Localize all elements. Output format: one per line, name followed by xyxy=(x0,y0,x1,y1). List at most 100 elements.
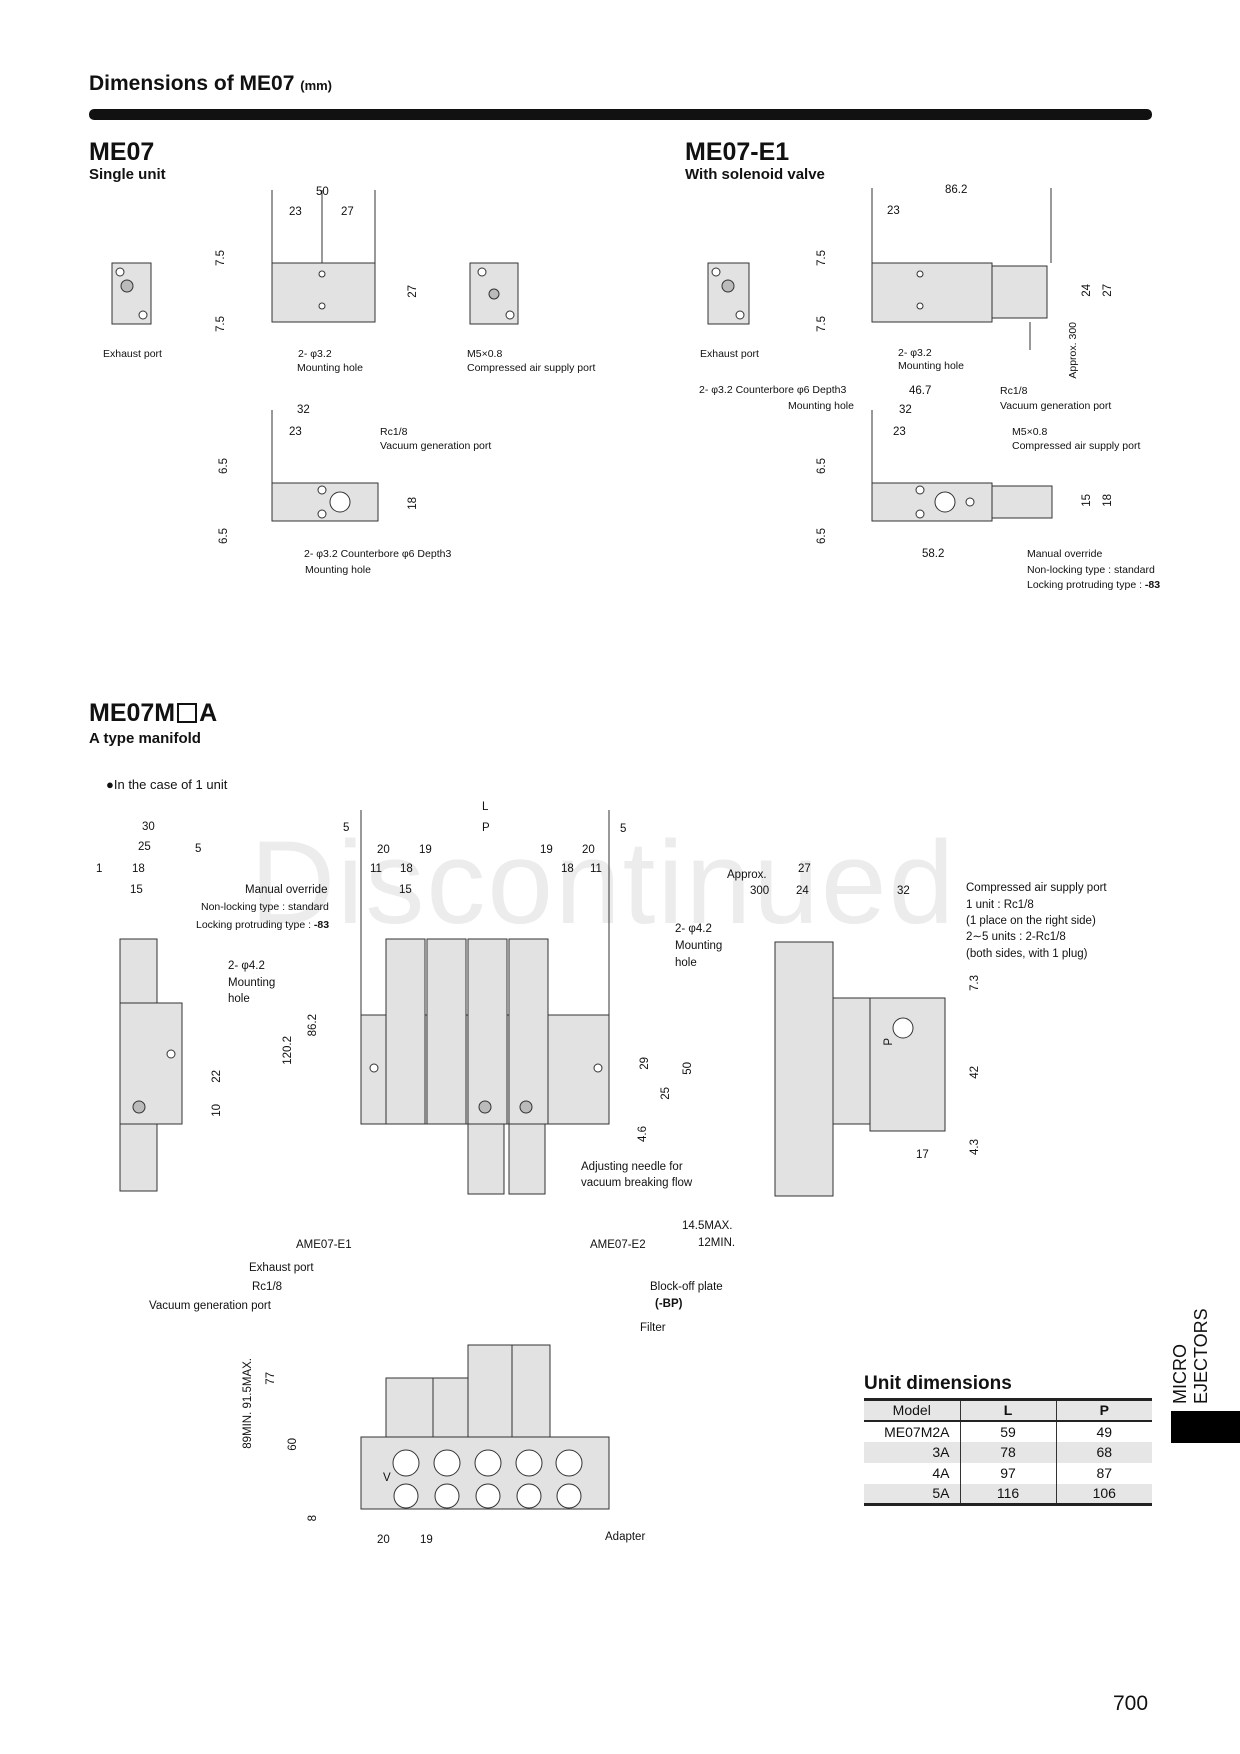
dim-label: Approx. 300 xyxy=(1067,322,1079,379)
page-title-text: Dimensions of ME07 xyxy=(89,72,295,95)
callout-label: Compressed air supply port xyxy=(1012,440,1141,452)
dim-label: Approx. xyxy=(727,869,767,881)
page-title: Dimensions of ME07 (mm) xyxy=(89,72,332,96)
me07e1-bottom-view xyxy=(871,410,1053,522)
dim-label: 20 xyxy=(377,1534,390,1546)
discontinued-watermark: Discontinued xyxy=(250,817,957,949)
me07-bottom-view xyxy=(271,410,379,522)
me07-subtitle: Single unit xyxy=(89,166,166,183)
callout-label: Locking protruding type : -83 xyxy=(196,920,329,931)
callout-label: Mounting hole xyxy=(898,360,964,372)
me07-end-view-right xyxy=(469,262,519,325)
me07-end-view-left xyxy=(111,262,152,325)
dim-label: 32 xyxy=(297,404,310,416)
l-cell: 116 xyxy=(959,1483,1056,1505)
dim-label: 42 xyxy=(969,1066,981,1079)
callout-label: vacuum breaking flow xyxy=(581,1177,693,1189)
dim-label: 12MIN. xyxy=(698,1237,736,1249)
dim-label: 25 xyxy=(138,841,151,853)
dim-label: 86.2 xyxy=(945,184,968,196)
dim-label: 19 xyxy=(419,844,432,856)
dim-label: 27 xyxy=(341,206,354,218)
dim-label: 60 xyxy=(287,1438,299,1451)
callout-label: 2- φ3.2 xyxy=(898,347,932,359)
dim-label: 17 xyxy=(916,1149,929,1161)
dim-label: 11 xyxy=(590,863,602,875)
dim-label: 18 xyxy=(132,863,145,875)
dim-label: 14.5MAX. xyxy=(682,1220,733,1232)
dim-label: 5 xyxy=(343,822,350,834)
dim-label: 15 xyxy=(130,884,143,896)
callout-label: 2- φ3.2 Counterbore φ6 Depth3 xyxy=(699,384,847,396)
manifold-subtitle: A type manifold xyxy=(89,730,201,747)
dim-label: 7.5 xyxy=(215,250,227,266)
dim-label: 23 xyxy=(893,426,906,438)
callout-label: Vacuum generation port xyxy=(1000,400,1112,412)
me07e1-side-view xyxy=(871,188,1052,350)
callout-label: AME07-E1 xyxy=(296,1239,352,1251)
dim-label: 5 xyxy=(620,823,627,835)
l-cell: 78 xyxy=(959,1441,1056,1463)
dim-label: 89MIN. 91.5MAX. xyxy=(242,1358,254,1449)
manifold-perspective-view xyxy=(360,1344,610,1510)
dim-label: 15 xyxy=(1081,494,1093,507)
callout-label: (1 place on the right side) xyxy=(966,915,1096,927)
dim-label: 5 xyxy=(195,843,202,855)
dim-label: 86.2 xyxy=(307,1014,319,1037)
callout-label: M5×0.8 xyxy=(467,348,503,360)
dim-label: 22 xyxy=(211,1070,223,1083)
callout-label: Mounting xyxy=(228,977,276,989)
callout-label: Mounting xyxy=(675,940,723,952)
dim-label: 24 xyxy=(796,885,809,897)
callout-label: AME07-E2 xyxy=(590,1239,646,1251)
callout-label: Exhaust port xyxy=(249,1262,314,1274)
dim-label: 20 xyxy=(377,844,390,856)
callout-label: Filter xyxy=(640,1322,666,1334)
model-cell: 4A xyxy=(932,1465,950,1481)
callout-label: Manual override xyxy=(245,884,328,896)
callout-label: hole xyxy=(228,993,250,1005)
callout-label: hole xyxy=(675,957,697,969)
callout-label: 2- φ3.2 xyxy=(298,348,332,360)
dim-label: 6.5 xyxy=(218,458,230,474)
side-tab-label: MICRO EJECTORS xyxy=(1170,1308,1211,1404)
dim-label: 50 xyxy=(316,186,329,198)
callout-label: Rc1/8 xyxy=(1000,385,1028,397)
dim-label: 7.5 xyxy=(215,316,227,332)
callout-label: 2- φ3.2 Counterbore φ6 Depth3 xyxy=(304,548,452,560)
dim-label: 19 xyxy=(540,844,553,856)
dim-label: 32 xyxy=(897,885,910,897)
dim-label: 23 xyxy=(887,205,900,217)
option-code: -83 xyxy=(1144,579,1161,591)
me07e1-subtitle: With solenoid valve xyxy=(685,166,825,183)
unit-dimensions-title: Unit dimensions xyxy=(864,1373,1012,1394)
dim-label: 23 xyxy=(289,426,302,438)
model-cell: 5A xyxy=(932,1485,950,1502)
dim-label: 10 xyxy=(211,1104,223,1117)
callout-label: Compressed air supply port xyxy=(467,362,596,374)
me07-title: ME07 xyxy=(89,138,155,166)
manifold-title-suffix: A xyxy=(199,699,218,727)
dim-label: 7.5 xyxy=(816,316,828,332)
dim-label: 23 xyxy=(289,206,302,218)
dim-label: 7.3 xyxy=(969,975,981,991)
bullet-icon: ● xyxy=(106,777,114,792)
dim-label: 18 xyxy=(407,497,419,510)
dim-label: 29 xyxy=(639,1057,651,1070)
callout-label: Exhaust port xyxy=(103,348,162,360)
dim-label: 32 xyxy=(899,404,912,416)
callout-label: Manual override xyxy=(1027,548,1103,560)
dim-label: 27 xyxy=(407,285,419,298)
callout-label: Mounting hole xyxy=(305,564,371,576)
port-label: V xyxy=(383,1472,391,1484)
dim-label: 46.7 xyxy=(909,385,932,397)
dim-label: 15 xyxy=(399,884,412,896)
dim-label: 24 xyxy=(1081,284,1093,297)
me07-side-view xyxy=(271,190,376,323)
model-cell: 3A xyxy=(932,1444,950,1460)
dim-label: 18 xyxy=(561,863,574,875)
l-cell: 97 xyxy=(959,1462,1056,1484)
